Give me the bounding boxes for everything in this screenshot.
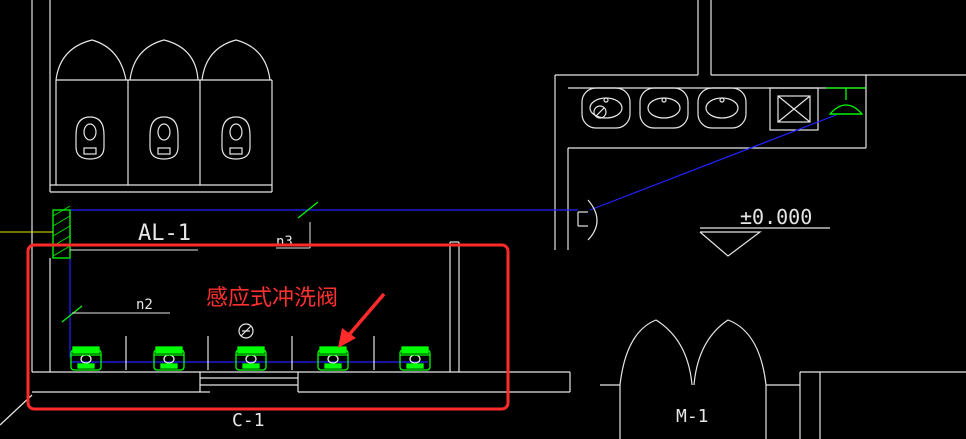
wall-switch-icon	[577, 199, 598, 241]
elevation-label: ±0.000	[740, 205, 812, 229]
circuit-label-top: n3	[276, 234, 293, 250]
floor-drain-icon	[769, 87, 819, 131]
circuit-ticks	[61, 201, 319, 323]
panel-label: AL-1	[138, 221, 191, 246]
floor-drain-icon	[238, 323, 254, 339]
circuit-label-bottom: n2	[136, 297, 153, 313]
washbasin-icon	[697, 87, 747, 129]
flush-valve-icon	[235, 346, 267, 371]
squat-toilet-icon	[75, 116, 105, 160]
door-label-right: M-1	[676, 406, 709, 427]
squat-toilet-icon	[149, 116, 179, 160]
flush-valve-icon	[153, 346, 185, 371]
flush-valve-icon	[317, 346, 349, 371]
door-label-left: C-1	[232, 410, 265, 431]
flush-valve-icon	[70, 346, 102, 371]
flush-valve-icon	[399, 346, 431, 371]
annotation-text: 感应式冲洗阀	[206, 286, 338, 311]
washbasin-icon	[581, 87, 631, 129]
elevation-mark	[699, 227, 830, 257]
toilet-stalls	[55, 39, 273, 192]
washbasin-icon	[639, 87, 689, 129]
wiring	[69, 114, 837, 363]
flush-valves	[70, 346, 431, 371]
highlight-box	[26, 243, 510, 411]
annotation-arrow	[338, 292, 386, 348]
leader-lines	[70, 222, 311, 314]
door-right	[619, 319, 767, 386]
squat-toilet-icon	[221, 116, 251, 160]
urinal-divider	[125, 336, 375, 370]
distribution-panel-icon	[0, 205, 71, 259]
light-fixture-icon	[826, 87, 866, 115]
